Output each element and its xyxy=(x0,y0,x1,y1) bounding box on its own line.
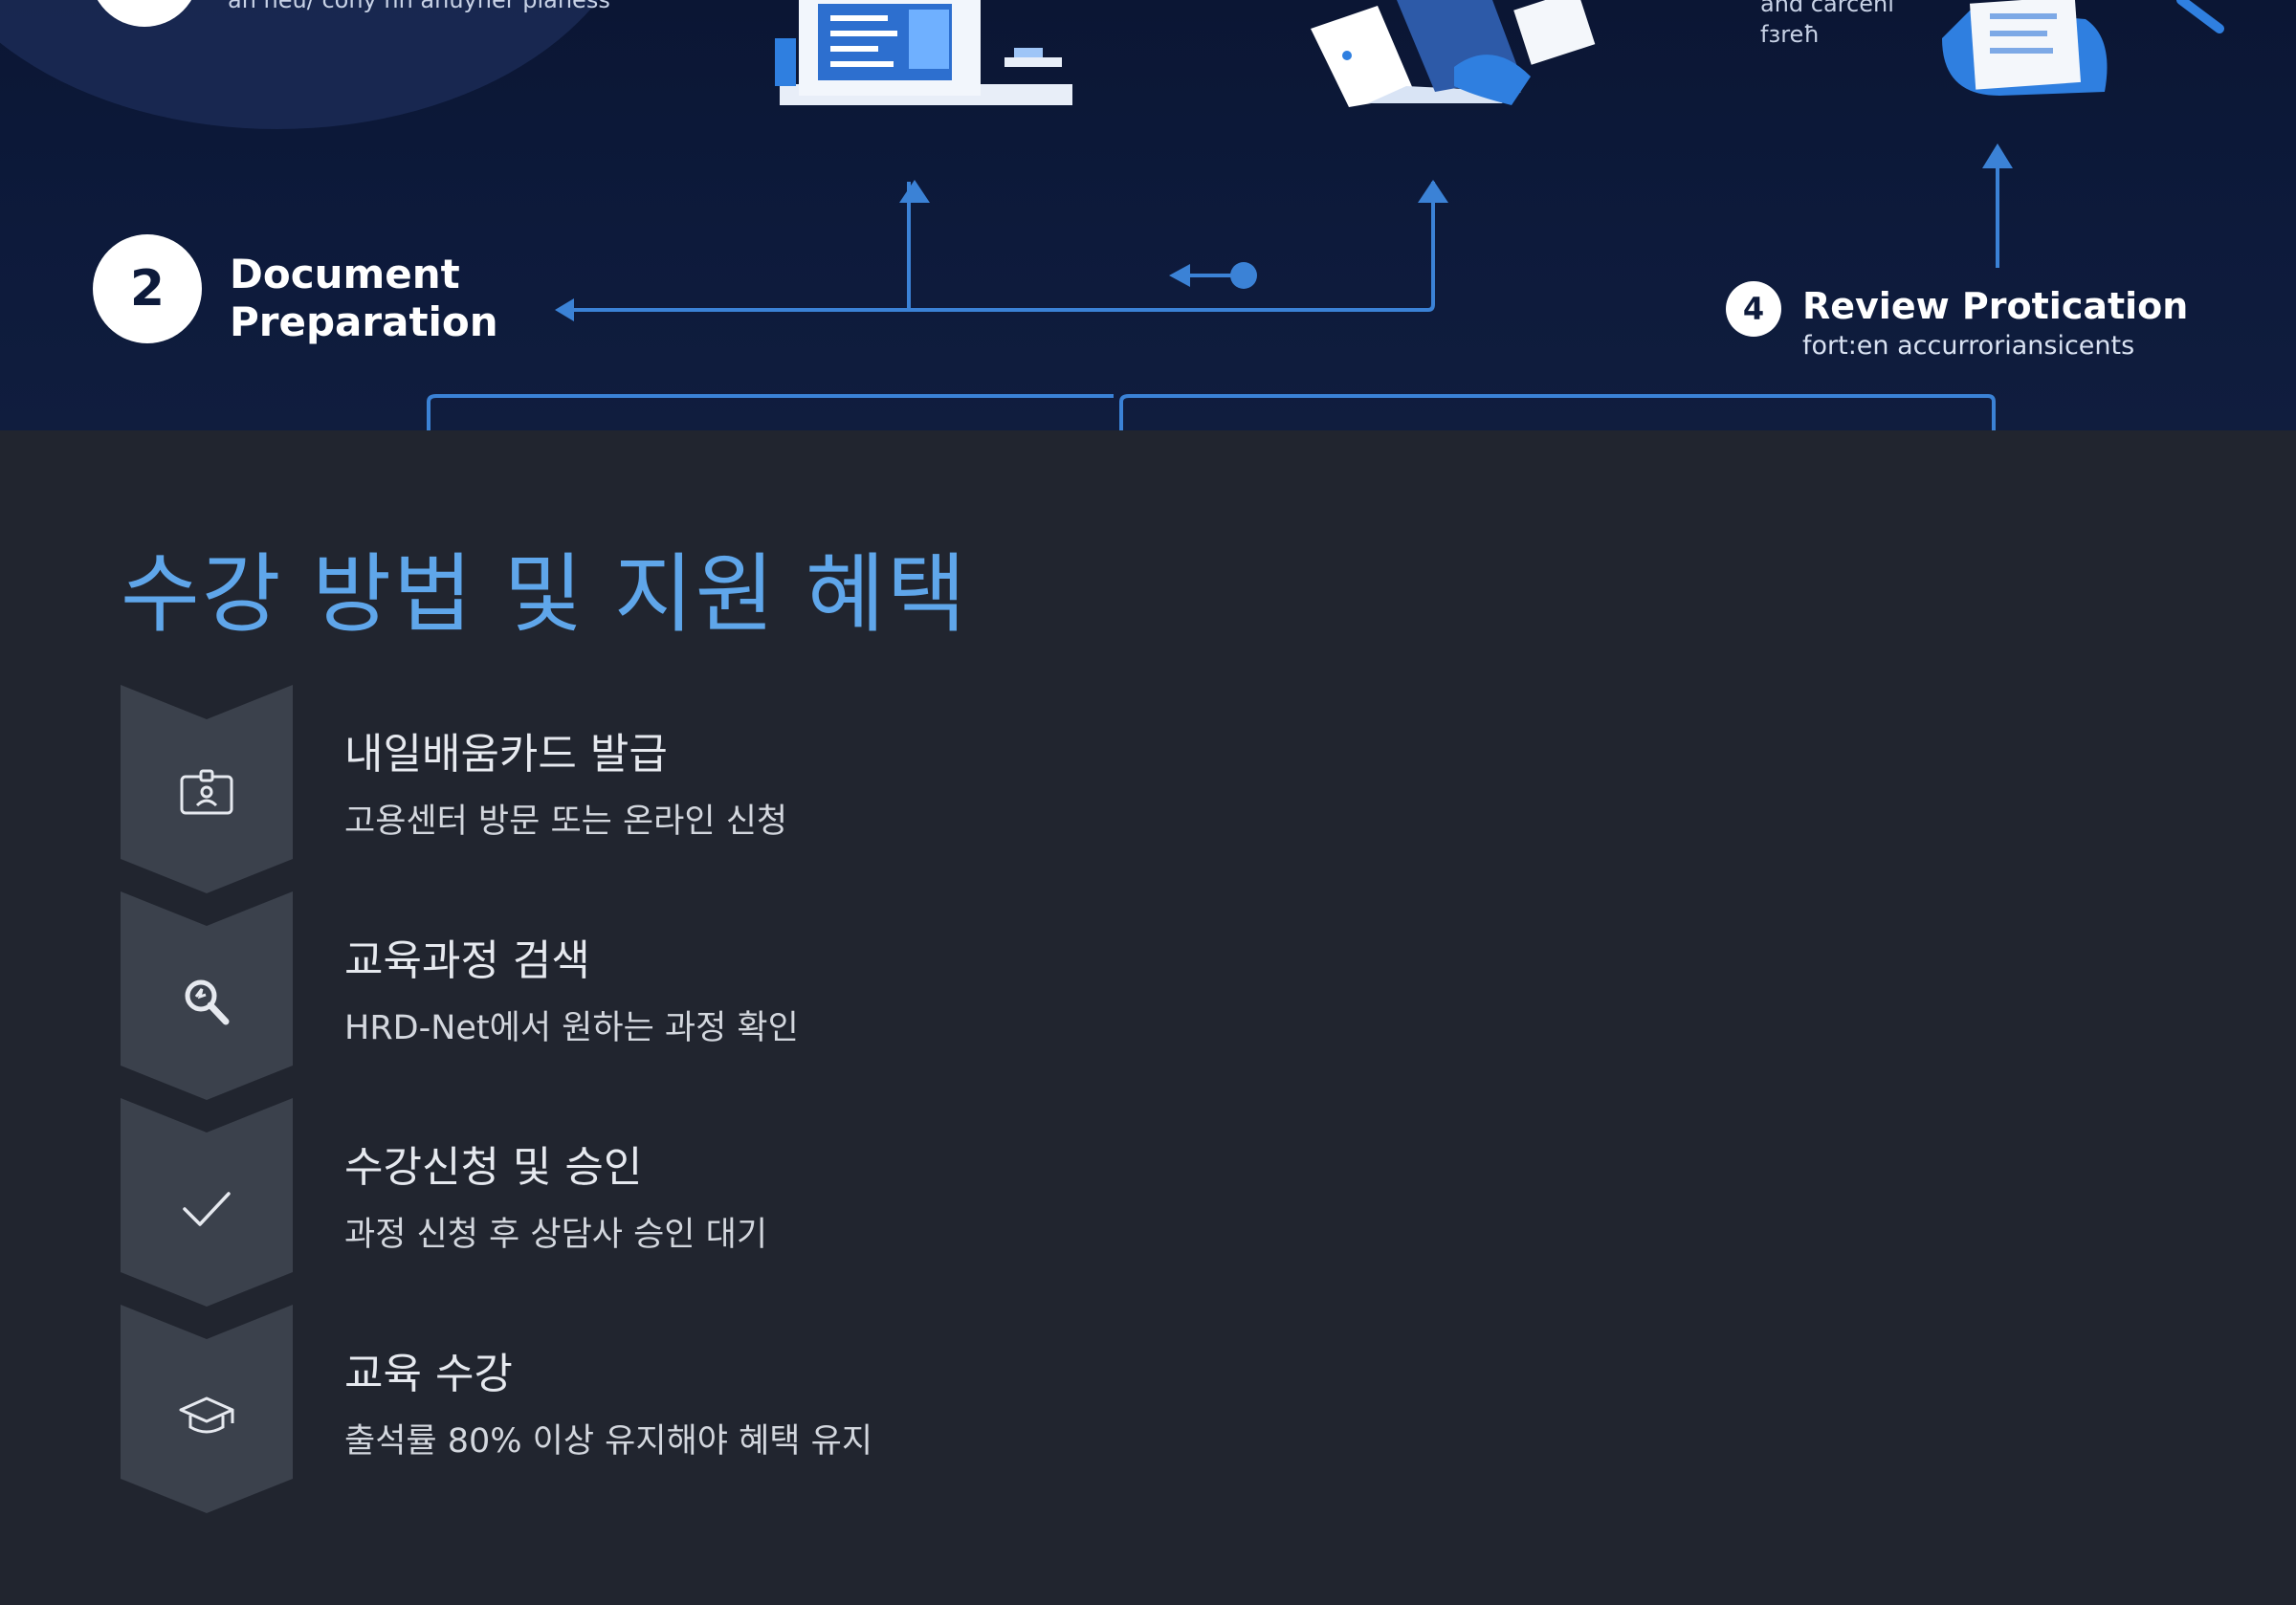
step-description: 고용센터 방문 또는 온라인 신청 xyxy=(344,802,788,841)
step-3-caption-line-2: fɜreħ xyxy=(1760,21,1820,48)
hero-illustration: an neu/ cony nn anuyner planess and carc… xyxy=(0,0,2296,430)
step-title: 교육 수강 xyxy=(344,1350,513,1398)
step-description: HRD-Net에서 원하는 과정 확인 xyxy=(344,1009,799,1047)
step-2-title: Document Preparation xyxy=(230,251,498,346)
step-item-card-issue: 내일배움카드 발급 고용센터 방문 또는 온라인 신청 xyxy=(121,685,1460,893)
laptop-person-illustration xyxy=(1311,0,1596,107)
step-3-caption-line-1: and carceni xyxy=(1760,0,1894,17)
graduation-cap-icon xyxy=(179,1396,234,1434)
step-title: 수강신청 및 승인 xyxy=(344,1143,643,1192)
step-chevron xyxy=(121,1098,293,1307)
step-title: 교육과정 검색 xyxy=(344,936,590,985)
step-item-enroll-approval: 수강신청 및 승인 과정 신청 후 상담사 승인 대기 xyxy=(121,1098,1460,1307)
step-description: 출석률 80% 이상 유지해야 혜택 유지 xyxy=(344,1422,873,1461)
check-icon xyxy=(183,1192,231,1226)
step-2-title-line-2: Preparation xyxy=(230,298,498,345)
arrow-heads xyxy=(555,143,2013,321)
search-icon xyxy=(185,979,230,1025)
id-card-icon xyxy=(180,769,233,815)
step-chevron xyxy=(121,1305,293,1513)
step-1-caption: an neu/ cony nn anuyner planess xyxy=(228,0,610,13)
step-item-course-search: 교육과정 검색 HRD-Net에서 원하는 과정 확인 xyxy=(121,891,1460,1100)
step-4-number-badge: 4 xyxy=(1726,281,1781,337)
step-2-number-badge: 2 xyxy=(93,234,202,343)
step-chevron xyxy=(121,891,293,1100)
step-2-title-line-1: Document xyxy=(230,251,460,297)
step-chevron xyxy=(121,685,293,893)
hero-backdrop-circle xyxy=(0,0,599,129)
step-3-caption: and carceni fɜreħ xyxy=(1760,0,1894,50)
step-4-title: Review Protication xyxy=(1802,285,2189,327)
step-description: 과정 신청 후 상담사 승인 대기 xyxy=(344,1216,768,1254)
section-title: 수강 방법 및 지원 혜택 xyxy=(121,544,968,645)
step-4-subtitle: fort:en accurroriansicents xyxy=(1802,331,2135,361)
desk-illustration xyxy=(775,0,1072,105)
step-title: 내일배움카드 발급 xyxy=(344,730,668,779)
hero-graphics xyxy=(0,0,2224,430)
document-person-illustration xyxy=(1942,0,2224,96)
step-item-attend-course: 교육 수강 출석률 80% 이상 유지해야 혜택 유지 xyxy=(121,1305,1460,1513)
